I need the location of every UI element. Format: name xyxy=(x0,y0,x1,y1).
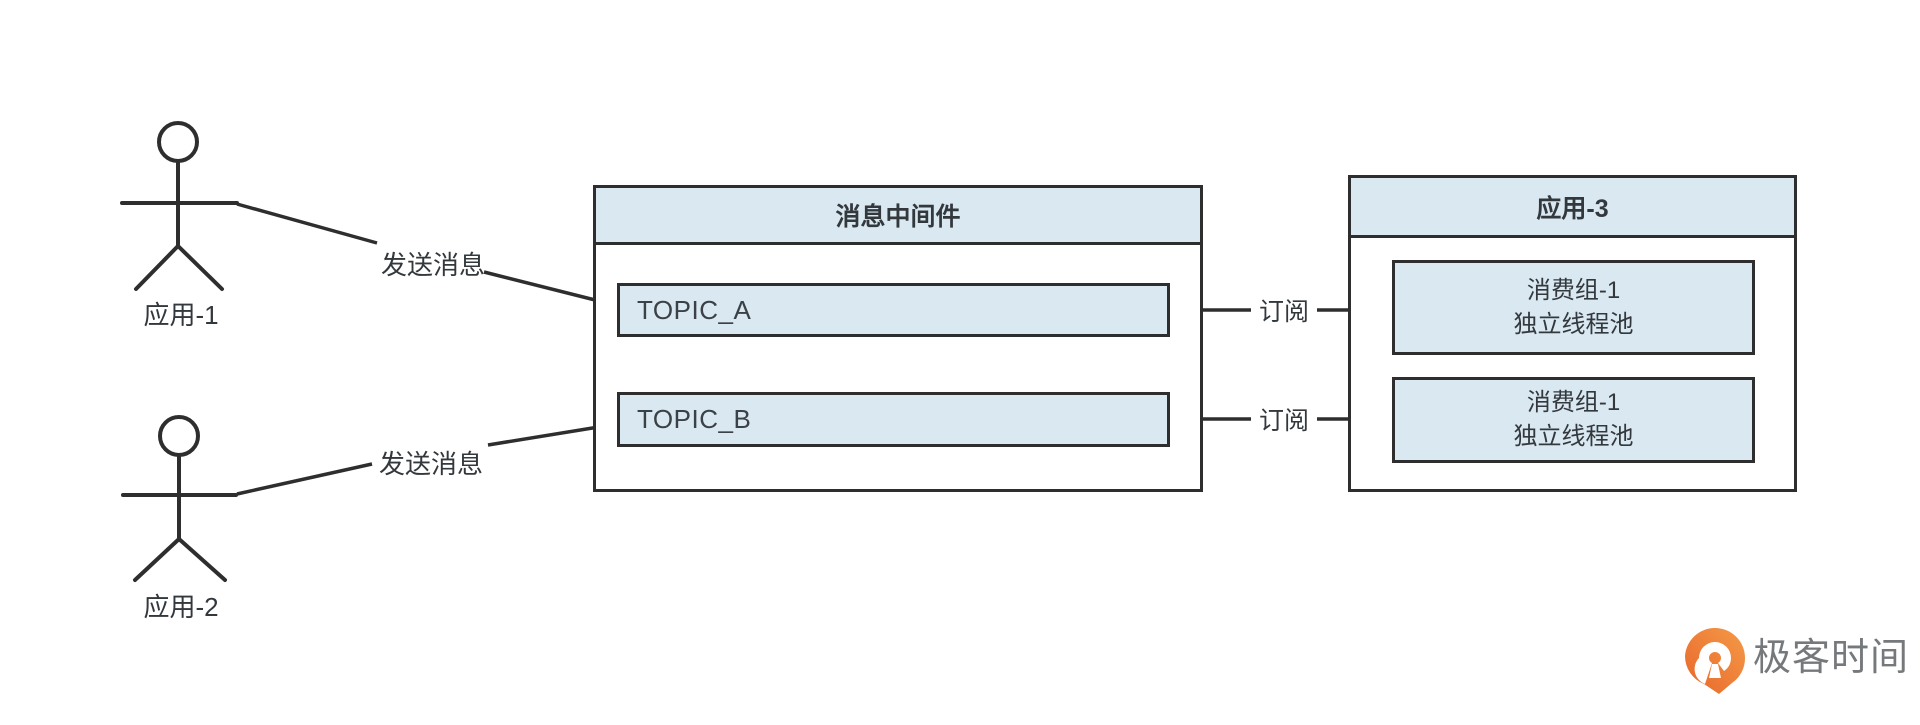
flow-label-send-2: 发送消息 xyxy=(379,449,484,479)
stick-figure-app2 xyxy=(121,415,238,582)
flow-label-subscribe-1: 订阅 xyxy=(1250,292,1318,328)
consumer-group-1-box: 消费组-1 独立线程池 xyxy=(1392,260,1755,355)
consumer-app-title-bar: 应用-3 xyxy=(1351,178,1794,238)
topic-b-box: TOPIC_B xyxy=(617,392,1170,447)
topic-a-box: TOPIC_A xyxy=(617,283,1170,337)
geektime-logo-text: 极客时间 xyxy=(1753,637,1910,679)
app2-head xyxy=(158,415,200,457)
geektime-logo: 极客时间 xyxy=(1686,626,1909,681)
actor-label-app1: 应用-1 xyxy=(143,300,219,330)
topic-b-label: TOPIC_B xyxy=(637,404,752,434)
middleware-title: 消息中间件 xyxy=(835,203,961,231)
topic-a-label: TOPIC_A xyxy=(637,294,752,325)
geektime-logo-icon xyxy=(1684,627,1746,694)
actor-label-app2: 应用-2 xyxy=(143,592,219,622)
stick-figure-app1 xyxy=(120,121,239,291)
consumer-group-2-box: 消费组-1 独立线程池 xyxy=(1392,377,1755,463)
arrow-send-app2-topicB xyxy=(236,418,614,496)
consumer-group-2-pool: 独立线程池 xyxy=(1513,423,1634,450)
consumer-group-1-name: 消费组-1 xyxy=(1526,276,1621,304)
app1-head xyxy=(157,121,199,163)
flow-label-subscribe-2: 订阅 xyxy=(1250,401,1318,437)
flow-label-send-1: 发送消息 xyxy=(381,250,486,280)
consumer-group-1-pool: 独立线程池 xyxy=(1513,310,1634,338)
middleware-box: 消息中间件 TOPIC_A TOPIC_B xyxy=(593,185,1203,492)
arrow-send-app1-topicA xyxy=(236,202,614,309)
consumer-app-box: 应用-3 消费组-1 独立线程池 消费组-1 独立线程池 xyxy=(1348,175,1797,492)
consumer-app-title: 应用-3 xyxy=(1536,194,1609,223)
middleware-title-bar: 消息中间件 xyxy=(596,188,1200,245)
consumer-group-2-name: 消费组-1 xyxy=(1526,389,1621,416)
